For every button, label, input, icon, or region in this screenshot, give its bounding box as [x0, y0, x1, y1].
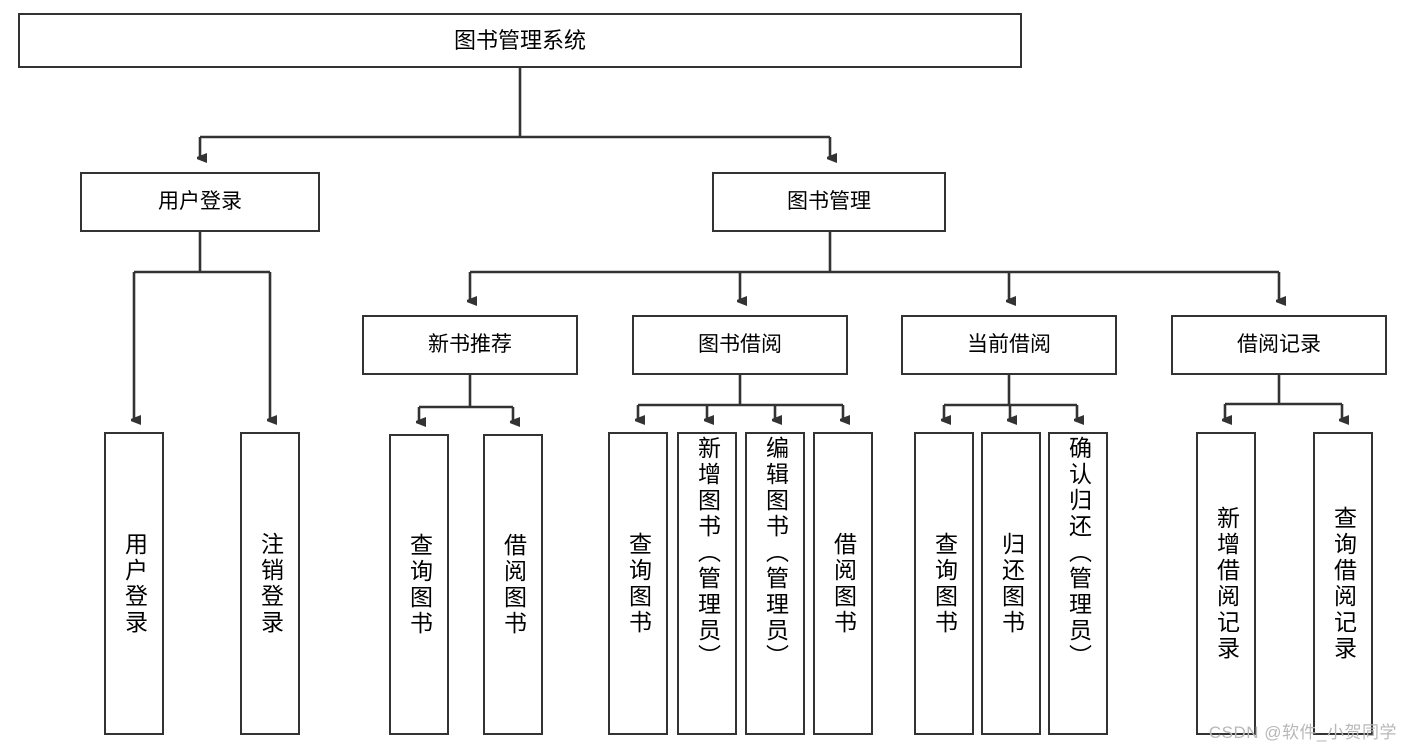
node-new-book-recommend-label: 新书推荐	[428, 332, 512, 356]
node-user-login[interactable]: 用户登录	[80, 172, 320, 232]
watermark-text: CSDN @软件_小贺同学	[1208, 723, 1397, 742]
node-leaf-query-book-2-label: 查询图书	[625, 531, 652, 636]
node-book-borrow[interactable]: 图书借阅	[632, 315, 848, 375]
node-leaf-query-book-3[interactable]: 查询图书	[914, 432, 974, 735]
node-leaf-user-logout[interactable]: 注销登录	[240, 432, 300, 735]
node-leaf-edit-book-admin[interactable]: 编辑图书（管理员）	[745, 432, 805, 735]
node-leaf-confirm-return-admin[interactable]: 确认归还（管理员）	[1048, 432, 1108, 735]
node-leaf-edit-book-admin-label: 编辑图书（管理员）	[762, 436, 789, 670]
node-leaf-add-borrow-record-label: 新增借阅记录	[1213, 505, 1240, 662]
node-book-borrow-label: 图书借阅	[698, 332, 782, 356]
node-root-label: 图书管理系统	[453, 27, 586, 53]
node-current-borrow[interactable]: 当前借阅	[901, 315, 1117, 375]
node-borrow-record[interactable]: 借阅记录	[1171, 315, 1387, 375]
node-leaf-query-book-3-label: 查询图书	[931, 531, 958, 636]
node-leaf-query-book-1-label: 查询图书	[406, 532, 433, 637]
node-leaf-return-book-label: 归还图书	[998, 531, 1025, 636]
node-leaf-return-book[interactable]: 归还图书	[981, 432, 1041, 735]
node-leaf-borrow-book-1-label: 借阅图书	[500, 532, 527, 637]
node-current-borrow-label: 当前借阅	[967, 332, 1051, 356]
node-leaf-user-logout-label: 注销登录	[257, 531, 284, 636]
node-leaf-borrow-book-2[interactable]: 借阅图书	[813, 432, 873, 735]
node-leaf-borrow-book-2-label: 借阅图书	[830, 531, 857, 636]
node-leaf-borrow-book-1[interactable]: 借阅图书	[483, 434, 543, 735]
node-leaf-query-book-2[interactable]: 查询图书	[608, 432, 668, 735]
node-leaf-add-book-admin-label: 新增图书（管理员）	[694, 436, 721, 670]
node-user-login-label: 用户登录	[158, 189, 242, 213]
node-leaf-add-borrow-record[interactable]: 新增借阅记录	[1196, 432, 1256, 735]
node-new-book-recommend[interactable]: 新书推荐	[362, 315, 578, 375]
node-leaf-user-login[interactable]: 用户登录	[104, 432, 164, 735]
node-leaf-query-book-1[interactable]: 查询图书	[389, 434, 449, 735]
node-borrow-record-label: 借阅记录	[1237, 332, 1321, 356]
node-root[interactable]: 图书管理系统	[18, 13, 1022, 68]
node-book-manage-label: 图书管理	[787, 189, 871, 213]
node-book-manage[interactable]: 图书管理	[712, 172, 946, 232]
node-leaf-confirm-return-admin-label: 确认归还（管理员）	[1065, 436, 1092, 670]
node-leaf-query-borrow-record-label: 查询借阅记录	[1330, 505, 1357, 662]
node-leaf-query-borrow-record[interactable]: 查询借阅记录	[1313, 432, 1373, 735]
node-leaf-add-book-admin[interactable]: 新增图书（管理员）	[677, 432, 737, 735]
node-leaf-user-login-label: 用户登录	[121, 531, 148, 636]
